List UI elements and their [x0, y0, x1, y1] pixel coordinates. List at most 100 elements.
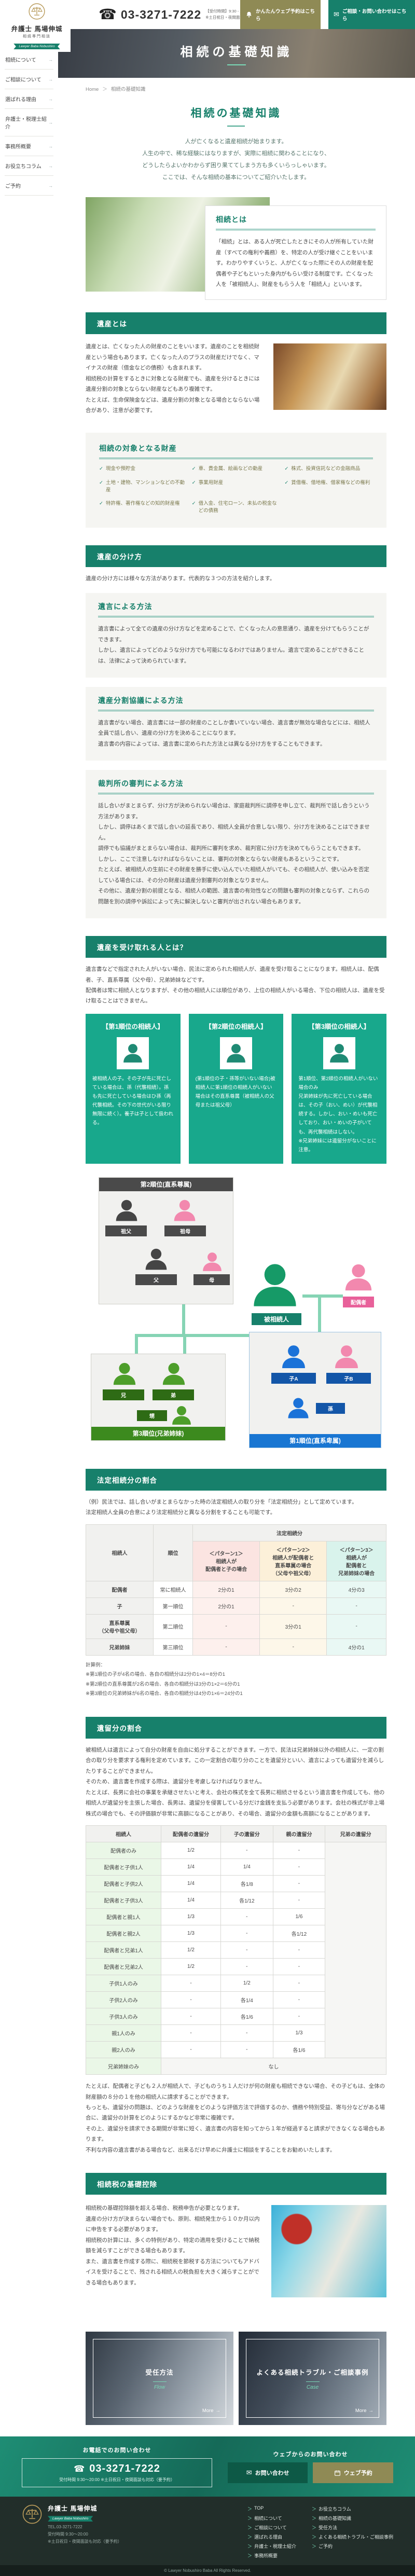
more-link[interactable]: More→ — [355, 2408, 374, 2414]
arrow-right-icon: → — [48, 76, 53, 82]
check-icon: ✓ — [284, 466, 289, 472]
sidebar-item[interactable]: 相続について→ — [5, 50, 53, 70]
contact-button[interactable]: ✉ ご相談・お問い合わせはこちら — [328, 0, 415, 29]
heir-card-2: 【第2順位の相続人】 (第1順位の子・孫等がいない場合)被相続人に第1順位の相続… — [188, 1013, 284, 1164]
souzoku-card: 相続とは 「相続」とは、ある人が死亡したときにその人が所有していた財産（すべての… — [205, 205, 386, 300]
phone-icon: ☎ — [99, 6, 117, 23]
arrow-right-icon: → — [215, 2408, 221, 2414]
cta-phone-box[interactable]: ☎03-3271-7222 受付時間 9:30～20:00 ※土日祝日・夜間面談… — [22, 2458, 212, 2488]
table-cell: 親1人のみ — [86, 2024, 161, 2042]
hero-underline — [227, 64, 246, 65]
grandchild-label: 孫 — [316, 1402, 345, 1414]
table-cell: - — [272, 2008, 326, 2026]
banner-divider — [306, 2381, 320, 2382]
sidebar-item-label: 事務所概要 — [5, 144, 31, 150]
table-cell: 2分の1 — [192, 1580, 260, 1598]
asset-item: ✓現金や預貯金 — [99, 465, 188, 473]
table-cell: 各1/6 — [272, 2041, 326, 2059]
sidebar-item[interactable]: お役立ちコラム→ — [5, 156, 53, 176]
site-logo[interactable]: 弁護士 馬場伸城 相続専門相談 Lawyer Baba Nobushiro — [3, 3, 71, 52]
bell-icon — [246, 11, 252, 18]
sidebar-item[interactable]: 事務所概要→ — [5, 136, 53, 156]
banner-case[interactable]: よくある相続トラブル・ご相談事例 Case More→ — [239, 2332, 386, 2426]
section-body: 相続税の基礎控除額を超える場合、税務申告が必要となります。 遺産の分け方が決まら… — [86, 2205, 260, 2286]
table-cell: - — [161, 2008, 221, 2026]
asset-checklist: ✓現金や預貯金✓車、貴金属、絵画などの動産✓株式、投資信託などの金融商品✓土地・… — [99, 465, 373, 515]
footer-link[interactable]: ＞お役立ちコラム — [312, 2505, 393, 2512]
method-body: 話し合いがまとまらず、分け方が決められない場合は、家庭裁判所に調停を申し立て、裁… — [98, 803, 370, 905]
sidebar-item[interactable]: ご予約→ — [5, 176, 53, 196]
column-header: 配偶者の遺留分 — [161, 1825, 221, 1843]
method-title: 裁判所の審判による方法 — [98, 779, 184, 788]
banner-flow[interactable]: 受任方法 Flow More→ — [86, 2332, 233, 2426]
section-souzoku-toha: 相続とは 「相続」とは、ある人が死亡したときにその人が所有していた財産（すべての… — [86, 197, 386, 300]
footer-link[interactable]: ＞受任方法 — [312, 2524, 393, 2531]
table-cell: - — [220, 1941, 273, 1959]
footer-link-label: 事務所概要 — [254, 2553, 278, 2559]
spouse-icon — [342, 1261, 375, 1293]
table-cell: 各1/12 — [272, 1925, 326, 1943]
footer-brand: 弁護士 馬場伸城 Lawyer Baba Nobushiro TEL.03-32… — [22, 2504, 122, 2559]
table-cell: - — [220, 2024, 273, 2042]
cta-web-block: ウェブからのお問い合わせ ✉ お問い合わせ ウェブ予約 — [227, 2450, 393, 2484]
footer-link[interactable]: ＞TOP — [247, 2505, 296, 2512]
chevron-right-icon: ＞ — [311, 2525, 316, 2531]
isan-content: 遺産とは、亡くなった人の財産のことをいいます。遺産のことを相続財産という場合もあ… — [86, 341, 386, 420]
table-cell: 常に相続人 — [153, 1580, 193, 1598]
page-title: 相続の基礎知識 — [190, 107, 282, 119]
sidebar-item[interactable]: ご相談について→ — [5, 70, 53, 89]
footer-link[interactable]: ＞選ばれる理由 — [247, 2533, 296, 2540]
footer-link-label: 相続の基礎知識 — [318, 2516, 351, 2522]
footer-link[interactable]: ＞事務所概要 — [247, 2552, 296, 2559]
person-icon — [328, 1042, 351, 1065]
cta-hours-note: ※土日祝日・夜間面談も対応（要予約） — [101, 2477, 175, 2483]
table-cell: 配偶者 — [86, 1580, 154, 1598]
footer-contact-info: TEL.03-3271-7222 受付時間 9:30～20:00 ※土日祝日・夜… — [48, 2525, 122, 2544]
table-cell: 配偶者のみ — [86, 1842, 161, 1859]
asset-item-label: 借入金、住宅ローン、未払の税金などの債務 — [198, 501, 277, 514]
sidebar-item[interactable]: 弁護士・税理士紹介→ — [5, 109, 53, 136]
table-cell: 配偶者と親1人 — [86, 1908, 161, 1926]
phone-number[interactable]: 03-3271-7222 — [120, 7, 202, 21]
section-header: 相続税の基礎控除 — [86, 2173, 386, 2195]
section-iryubun: 遺留分の割合 被相続人は遺言によって自分の財産を自由に処分することができます。一… — [86, 1716, 386, 2156]
table-cell: 1/2 — [220, 1975, 273, 1992]
footer-link[interactable]: ＞よくある相続トラブル・ご相談事例 — [312, 2533, 393, 2540]
cta-contact-button[interactable]: ✉ お問い合わせ — [227, 2462, 308, 2484]
breadcrumb-separator: ＞ — [102, 87, 107, 92]
footer-link[interactable]: ＞相続の基礎知識 — [312, 2515, 393, 2522]
table-cell: 1/2 — [161, 1941, 221, 1959]
chevron-right-icon: ＞ — [247, 2553, 252, 2559]
table-cell: - — [272, 1892, 326, 1909]
footer-link[interactable]: ＞相続について — [247, 2515, 296, 2522]
footer-link[interactable]: ＞ご相談について — [247, 2524, 296, 2531]
child-a-label: 子A — [271, 1372, 316, 1384]
web-reserve-label: かんたんウェブ予約はこちら — [256, 9, 315, 22]
asset-item: ✓事業用財産 — [192, 479, 281, 494]
box-title: 第3順位(兄弟姉妹) — [91, 1426, 225, 1440]
more-link[interactable]: More→ — [202, 2408, 220, 2414]
table-cell: - — [192, 1614, 260, 1639]
footer-link[interactable]: ＞ご予約 — [312, 2543, 393, 2550]
table-cell: 配偶者と子供2人 — [86, 1875, 161, 1893]
grandchild-icon — [286, 1396, 311, 1421]
table-cell: 各1/6 — [220, 2008, 273, 2026]
web-reserve-button[interactable]: かんたんウェブ予約はこちら — [240, 0, 321, 29]
column-header: 相続人 — [86, 1825, 161, 1843]
footer-link[interactable]: ＞弁護士・税理士紹介 — [247, 2543, 296, 2550]
table-cell: なし — [161, 2058, 386, 2075]
cta-phone-heading: お電話でのお問い合わせ — [82, 2447, 151, 2454]
footer-link-label: よくある相続トラブル・ご相談事例 — [318, 2534, 393, 2540]
sidebar-item[interactable]: 選ばれる理由→ — [5, 89, 53, 109]
table-cell: - — [220, 1958, 273, 1976]
cta-reserve-button[interactable]: ウェブ予約 — [313, 2462, 393, 2484]
column-header: 子の遺留分 — [220, 1825, 273, 1843]
breadcrumb-home[interactable]: Home — [86, 87, 99, 92]
mother-label: 母 — [193, 1274, 230, 1285]
table-cell: 1/4 — [161, 1892, 221, 1909]
table-cell: - — [272, 1941, 326, 1959]
table-cell: 4分の1 — [326, 1638, 386, 1656]
arrow-right-icon: → — [48, 120, 53, 125]
section-header: 遺留分の割合 — [86, 1716, 386, 1739]
